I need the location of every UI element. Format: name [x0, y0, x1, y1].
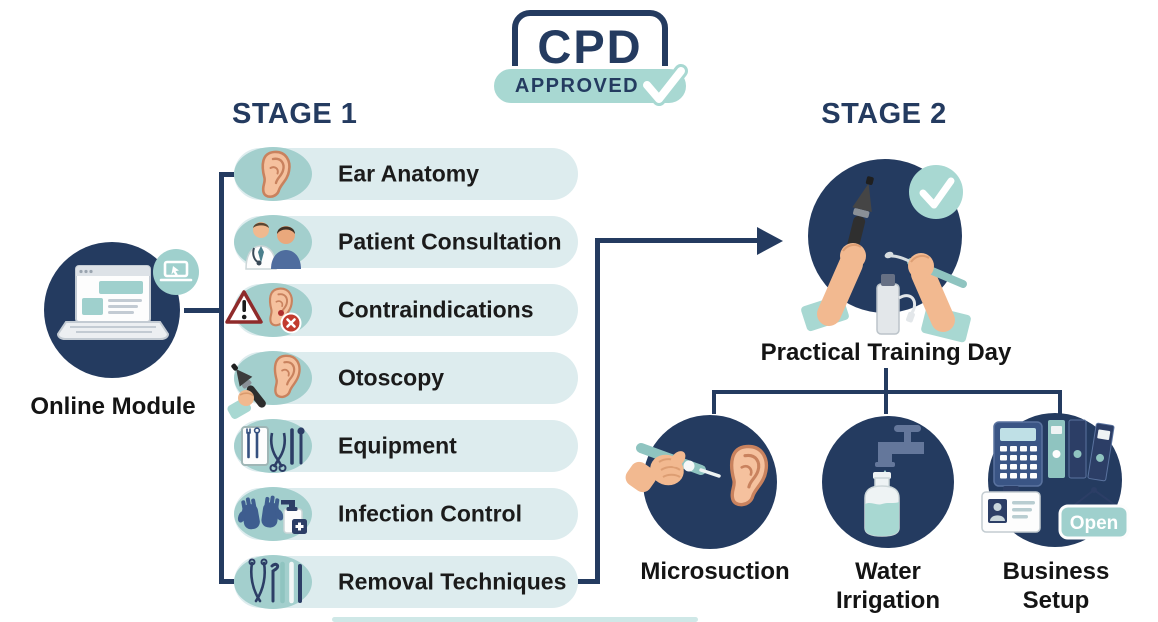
- practical-training-day-label: Practical Training Day: [760, 339, 1012, 366]
- bracket-drop-left: [712, 390, 716, 414]
- cpd-badge-title: CPD: [537, 20, 643, 73]
- list-item-ear-anatomy: Ear Anatomy: [234, 147, 578, 201]
- connector-removal-stub: [578, 579, 600, 584]
- list-item-label: Removal Techniques: [338, 568, 567, 595]
- list-item-label: Otoscopy: [338, 364, 445, 391]
- bottom-accent-strip: [332, 617, 698, 622]
- warning-ear-icon: [225, 283, 312, 337]
- bracket-drop-middle: [884, 390, 888, 414]
- open-sign-label: Open: [1070, 513, 1119, 534]
- bracket-drop-right: [1058, 390, 1062, 414]
- connector-left-top-stub: [219, 172, 235, 177]
- tap-bottle-icon: [822, 416, 954, 548]
- arrow-head-icon: [757, 227, 783, 255]
- list-item-removal-techniques: Removal Techniques: [234, 555, 578, 609]
- otoscope-ear-icon: [227, 351, 312, 419]
- calculator-binders-open-sign-icon: Open: [981, 413, 1130, 547]
- connector-arrow-shaft: [595, 238, 763, 243]
- list-item-label: Ear Anatomy: [338, 160, 480, 187]
- microsuction-ear-icon: [625, 415, 777, 549]
- list-item-equipment: Equipment: [234, 419, 578, 473]
- connector-left-bottom-stub: [219, 579, 236, 584]
- list-item-label: Equipment: [338, 432, 457, 459]
- removal-tools-icon: [234, 555, 312, 609]
- list-item-label: Infection Control: [338, 500, 522, 527]
- list-item-label: Patient Consultation: [338, 228, 562, 255]
- microsuction-label: Microsuction: [640, 558, 790, 585]
- bracket-top-stub: [884, 368, 888, 392]
- list-item-contraindications: Contraindications: [225, 283, 578, 337]
- online-module-label: Online Module: [30, 393, 196, 420]
- gloves-sanitizer-icon: [234, 487, 312, 541]
- list-item-infection-control: Infection Control: [234, 487, 578, 541]
- hands-otoscope-check-icon: [801, 159, 971, 343]
- list-item-patient-consultation: Patient Consultation: [234, 215, 578, 270]
- stage1-title: STAGE 1: [232, 98, 358, 130]
- approved-check-icon: [640, 64, 688, 106]
- doctor-patient-icon: [234, 215, 312, 270]
- ear-icon: [234, 147, 312, 201]
- instrument-tray-icon: [234, 419, 312, 473]
- stage2-title: STAGE 2: [821, 98, 947, 130]
- cpd-approved-label: APPROVED: [514, 75, 640, 97]
- list-item-otoscopy: Otoscopy: [227, 351, 578, 419]
- connector-right-vertical: [595, 238, 600, 584]
- water-irrigation-label: Water Irrigation: [835, 558, 940, 614]
- list-item-label: Contraindications: [338, 296, 534, 323]
- connector-left-vertical: [219, 172, 224, 584]
- connector-online-module: [184, 308, 222, 313]
- business-setup-label: Business Setup: [1002, 558, 1110, 614]
- laptop-elearning-icon: [44, 242, 199, 378]
